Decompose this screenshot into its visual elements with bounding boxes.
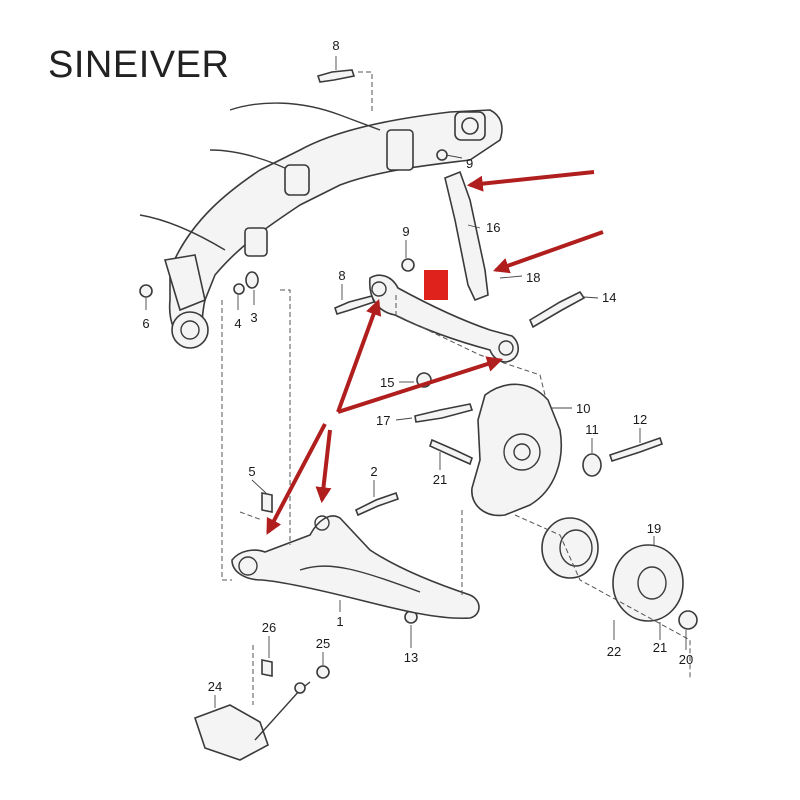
dashed-guides bbox=[221, 71, 691, 705]
red-arrow-16 bbox=[466, 170, 595, 192]
red-arrow-lower-left bbox=[266, 423, 327, 535]
callout-1: 1 bbox=[336, 614, 343, 629]
level-sensor bbox=[193, 681, 311, 761]
callout-13: 13 bbox=[404, 650, 418, 665]
callout-9-top: 9 bbox=[466, 156, 473, 171]
red-arrow-18 bbox=[492, 230, 604, 274]
callout-11: 11 bbox=[585, 422, 599, 437]
callout-14: 14 bbox=[602, 290, 616, 305]
callout-15: 15 bbox=[380, 375, 394, 390]
rear-subframe bbox=[139, 102, 503, 349]
callout-9-mid: 9 bbox=[402, 224, 409, 239]
red-arrows bbox=[266, 170, 604, 535]
callout-8-mid: 8 bbox=[338, 268, 345, 283]
highlight-marker bbox=[424, 270, 448, 300]
callout-18: 18 bbox=[526, 270, 540, 285]
callout-3: 3 bbox=[250, 310, 257, 325]
callout-12: 12 bbox=[633, 412, 647, 427]
callout-16: 16 bbox=[486, 220, 500, 235]
callout-10: 10 bbox=[576, 401, 590, 416]
callout-labels: 8 9 16 9 8 18 14 6 4 3 15 10 17 12 11 21… bbox=[142, 38, 693, 694]
callout-8-top: 8 bbox=[332, 38, 339, 53]
callout-26: 26 bbox=[262, 620, 276, 635]
callout-6: 6 bbox=[142, 316, 149, 331]
callout-17: 17 bbox=[376, 413, 390, 428]
callout-2: 2 bbox=[370, 464, 377, 479]
red-arrow-arm-left bbox=[336, 298, 382, 413]
callout-25: 25 bbox=[316, 636, 330, 651]
red-arrow-arm-right bbox=[337, 356, 504, 414]
callout-19: 19 bbox=[647, 521, 661, 536]
callout-4: 4 bbox=[234, 316, 241, 331]
callout-24: 24 bbox=[208, 679, 222, 694]
callout-21-knuckle: 21 bbox=[433, 472, 447, 487]
callout-22: 22 bbox=[607, 644, 621, 659]
brand-logo-text: SINEIVER bbox=[48, 44, 230, 86]
leader-lines bbox=[145, 56, 687, 708]
callout-21-hub: 21 bbox=[653, 640, 667, 655]
callout-20: 20 bbox=[679, 652, 693, 667]
callout-5: 5 bbox=[248, 464, 255, 479]
lower-control-arm bbox=[231, 515, 480, 620]
red-arrow-lower-mid bbox=[315, 429, 332, 504]
wheel-bearing-hub bbox=[541, 517, 698, 630]
toe-link-arm bbox=[444, 170, 489, 302]
wheel-carrier bbox=[471, 383, 562, 517]
